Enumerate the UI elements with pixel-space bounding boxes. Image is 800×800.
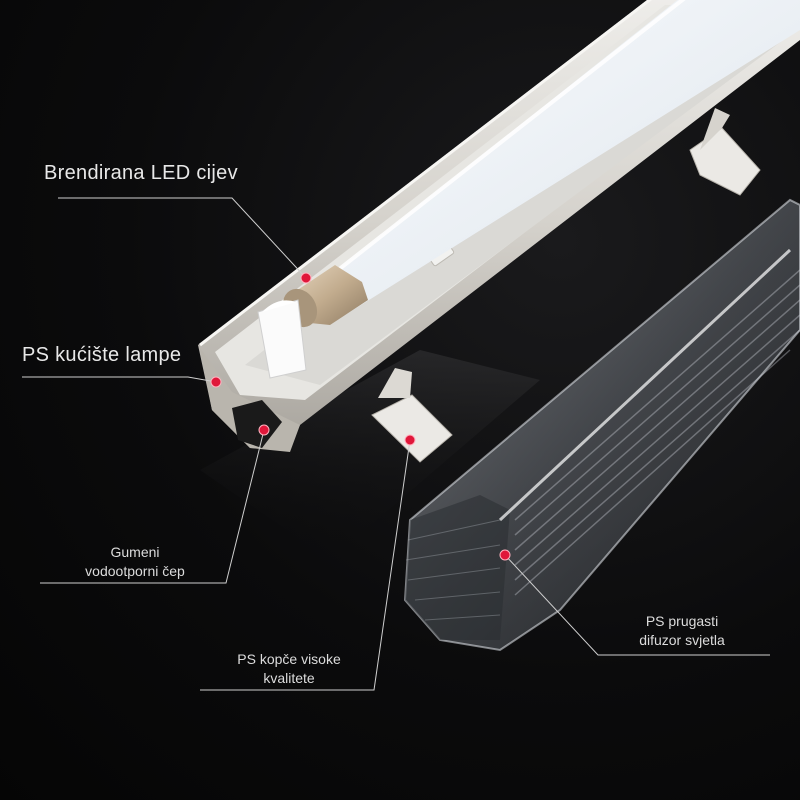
led-tube bbox=[300, 0, 800, 315]
callout-led-tube: Brendirana LED cijev bbox=[44, 162, 238, 184]
callout-lines bbox=[22, 197, 770, 691]
housing-reflection bbox=[200, 350, 540, 560]
callout-diffuser-line1: PS prugasti bbox=[645, 613, 719, 629]
rubber-cap bbox=[232, 400, 282, 448]
lamp-holder bbox=[257, 299, 307, 379]
mounting-clip-front bbox=[371, 368, 453, 463]
marker-housing bbox=[210, 376, 222, 388]
callout-housing: PS kućište lampe bbox=[22, 344, 182, 366]
callout-diffuser-line2: difuzor svjetla bbox=[639, 632, 725, 648]
leader-line-clips bbox=[200, 439, 411, 691]
leader-line-led-tube bbox=[58, 197, 307, 279]
marker-rubber-cap bbox=[258, 424, 270, 436]
leader-line-housing bbox=[22, 376, 217, 383]
leader-line-diffuser bbox=[504, 554, 770, 656]
callout-diffuser: PS prugasti difuzor svjetla bbox=[612, 612, 752, 650]
callout-clips-line1: PS kopče visoke bbox=[237, 651, 341, 667]
callout-clips-line2: kvalitete bbox=[263, 670, 315, 686]
mounting-clip-rear bbox=[689, 108, 761, 196]
callout-rubber-cap-line1: Gumeni bbox=[110, 544, 160, 560]
callout-rubber-cap-line2: vodootporni čep bbox=[85, 563, 185, 579]
callout-clips: PS kopče visoke kvalitete bbox=[214, 650, 364, 688]
callout-rubber-cap: Gumeni vodootporni čep bbox=[60, 543, 210, 581]
marker-clips bbox=[404, 434, 416, 446]
marker-led-tube bbox=[300, 272, 312, 284]
callout-markers bbox=[210, 272, 511, 561]
marker-diffuser bbox=[499, 549, 511, 561]
diffuser-cover bbox=[403, 198, 800, 652]
leader-line-rubber-cap bbox=[40, 429, 265, 584]
